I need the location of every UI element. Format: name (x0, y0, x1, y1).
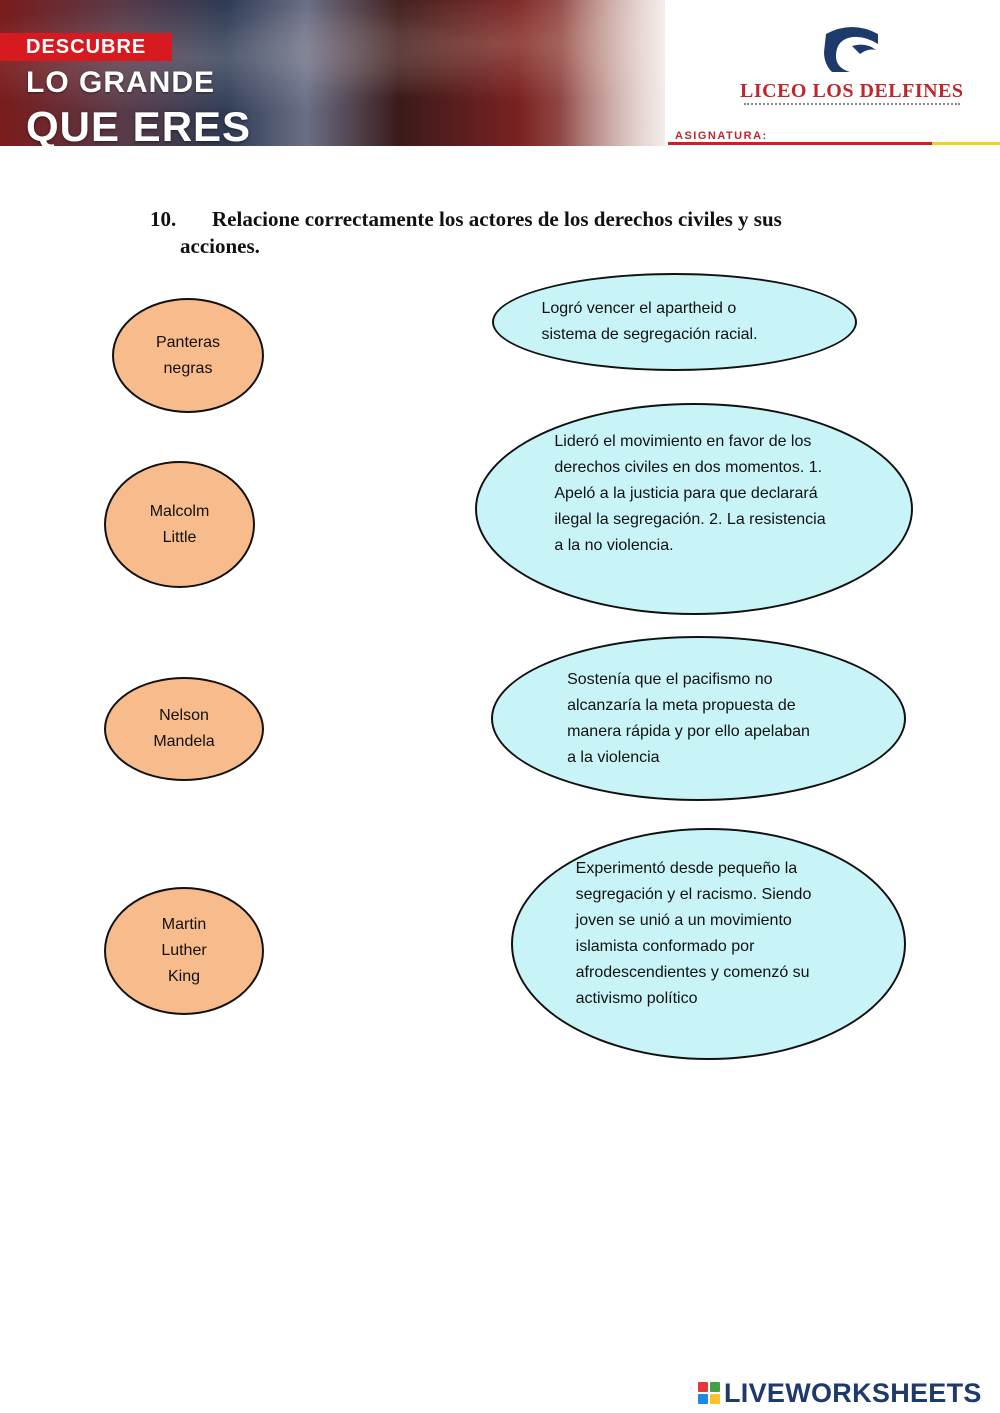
actor-label: Malcolm Little (120, 499, 240, 551)
school-subtitle-line (744, 103, 960, 108)
action-oval-2[interactable]: Lideró el movimiento en favor de los der… (475, 403, 913, 615)
question-text-line-1: Relacione correctamente los actores de l… (212, 207, 782, 231)
action-text-line: derechos civiles en dos momentos. 1. (554, 459, 823, 476)
action-text-line: Logró vencer el apartheid o (541, 300, 737, 317)
banner-line-1: LO GRANDE (26, 66, 215, 99)
liveworksheets-blocks-icon (698, 1382, 720, 1404)
action-text-line: manera rápida y por ello apelaban (567, 722, 810, 740)
actor-oval-malcolm-little[interactable]: Malcolm Little (104, 461, 255, 588)
banner-line-2: QUE ERES (26, 103, 252, 147)
actor-label-line: Martin (161, 916, 207, 933)
action-text-line: Experimentó desde pequeño la (575, 860, 798, 877)
liveworksheets-wordmark: LIVEWORKSHEETS (724, 1377, 982, 1408)
banner-tag: DESCUBRE (0, 33, 172, 61)
subject-line-yellow (932, 142, 1000, 145)
banner-photo (0, 0, 665, 146)
actor-label-line: Mandela (153, 733, 215, 750)
action-text: Logró vencer el apartheid o sistema de s… (541, 296, 757, 348)
liveworksheets-logo[interactable]: LIVEWORKSHEETS (698, 1376, 982, 1410)
actor-oval-nelson-mandela[interactable]: Nelson Mandela (104, 677, 264, 781)
school-name: LICEO LOS DELFINES (740, 80, 964, 102)
action-text: Sostenía que el pacifismo no alcanzaría … (567, 667, 810, 771)
action-text-line: Sostenía que el pacifismo no (567, 670, 773, 688)
dolphin-logo-icon (824, 27, 878, 72)
action-text: Lideró el movimiento en favor de los der… (554, 429, 825, 559)
actor-oval-panteras-negras[interactable]: Panteras negras (112, 298, 264, 413)
subject-label: ASIGNATURA: (675, 130, 768, 142)
action-oval-1[interactable]: Logró vencer el apartheid o sistema de s… (492, 273, 857, 371)
question-heading: 10. Relacione correctamente los actores d… (150, 206, 910, 260)
action-text-line: a la no violencia. (554, 537, 674, 554)
action-text-line: Lideró el movimiento en favor de los (554, 433, 812, 450)
actor-label-line: Little (162, 528, 197, 546)
action-text-line: afrodescendientes y comenzó su (575, 964, 810, 981)
actor-oval-martin-luther-king[interactable]: Martin Luther King (104, 887, 264, 1015)
actor-label-line: negras (163, 359, 213, 377)
question-number: 10. (150, 207, 177, 231)
action-text-line: activismo político (575, 990, 698, 1007)
action-text-line: alcanzaría la meta propuesta de (567, 696, 796, 714)
action-text-line: Apeló a la justicia para que declarará (554, 485, 818, 502)
subject-line-red (668, 142, 932, 145)
actor-label-line: Luther (161, 942, 207, 959)
actor-label: Panteras negras (128, 330, 248, 382)
actor-label: Martin Luther King (124, 912, 244, 990)
actor-label-line: Nelson (159, 707, 209, 724)
actor-label-line: Malcolm (149, 502, 210, 520)
action-text-line: joven se unió a un movimiento (575, 912, 792, 929)
action-text: Experimentó desde pequeño la segregación… (576, 856, 812, 1012)
actor-label-line: Panteras (155, 333, 221, 351)
action-oval-3[interactable]: Sostenía que el pacifismo no alcanzaría … (491, 636, 906, 801)
action-text-line: ilegal la segregación. 2. La resistencia (554, 511, 826, 528)
action-oval-4[interactable]: Experimentó desde pequeño la segregación… (511, 828, 906, 1060)
actor-label-line: King (167, 968, 201, 985)
action-text-line: sistema de segregación racial. (541, 326, 758, 343)
question-text-line-2: acciones. (180, 234, 260, 258)
action-text-line: a la violencia (567, 748, 660, 766)
banner-fade (560, 0, 720, 146)
actor-label: Nelson Mandela (124, 703, 244, 755)
action-text-line: islamista conformado por (575, 938, 755, 955)
action-text-line: segregación y el racismo. Siendo (575, 886, 812, 903)
header-banner: DESCUBRE LO GRANDE QUE ERES LICEO LOS DE… (0, 0, 1000, 146)
